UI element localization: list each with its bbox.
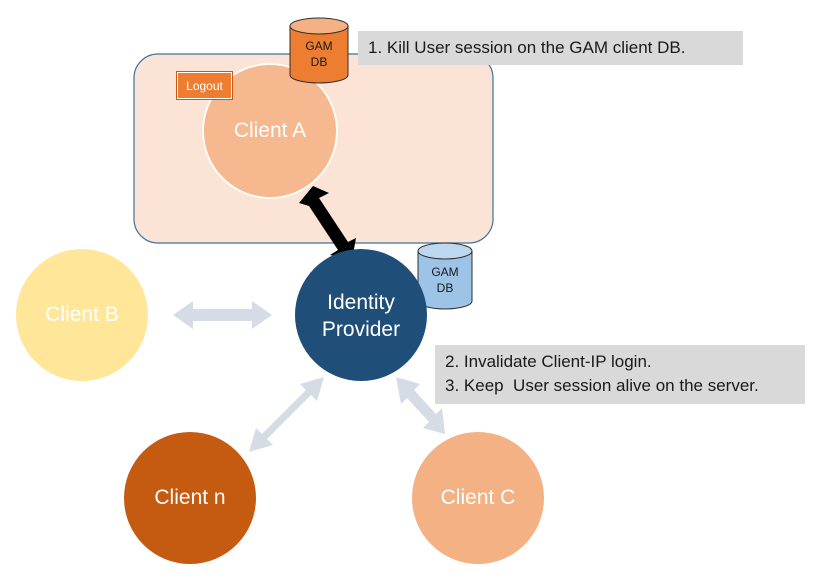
identity-provider-label-line2: Provider [321, 318, 401, 341]
client-gam-db-label: GAM DB [290, 36, 348, 72]
step-1-callout: 1. Kill User session on the GAM client D… [358, 31, 743, 65]
identity-provider-node[interactable] [295, 249, 427, 381]
idp-gam-db-label-line2: DB [436, 281, 454, 295]
client-gam-db-icon [289, 17, 349, 84]
step-2-text: 2. Invalidate Client-IP login. [445, 352, 652, 371]
client-n-label: Client n [154, 486, 226, 509]
client-n-node[interactable] [124, 432, 256, 564]
client-gam-db-label-line2: DB [310, 55, 328, 69]
client-c-idp-arrow [396, 377, 445, 434]
idp-gam-db-label-line1: GAM [431, 265, 459, 279]
step-3-text: 3. Keep User session alive on the server… [445, 376, 759, 395]
client-a-node[interactable] [202, 63, 338, 199]
client-c-label: Client C [440, 486, 516, 509]
steps-2-3-callout: 2. Invalidate Client-IP login. 3. Keep U… [435, 345, 805, 404]
identity-provider-label-line1: Identity [327, 291, 395, 314]
client-b-node[interactable] [16, 249, 148, 381]
logout-button[interactable]: Logout [176, 71, 233, 100]
identity-provider-label: Identity Provider [296, 286, 426, 346]
client-b-label: Client B [45, 303, 119, 326]
client-a-label: Client A [233, 119, 307, 142]
client-n-idp-arrow [249, 377, 324, 452]
idp-gam-db-label: GAM DB [418, 262, 472, 298]
client-b-idp-arrow [173, 301, 272, 329]
client-gam-db-label-line1: GAM [305, 39, 333, 53]
step-1-text: 1. Kill User session on the GAM client D… [368, 38, 686, 57]
client-c-node[interactable] [412, 432, 544, 564]
client-a-idp-arrow [299, 186, 356, 260]
